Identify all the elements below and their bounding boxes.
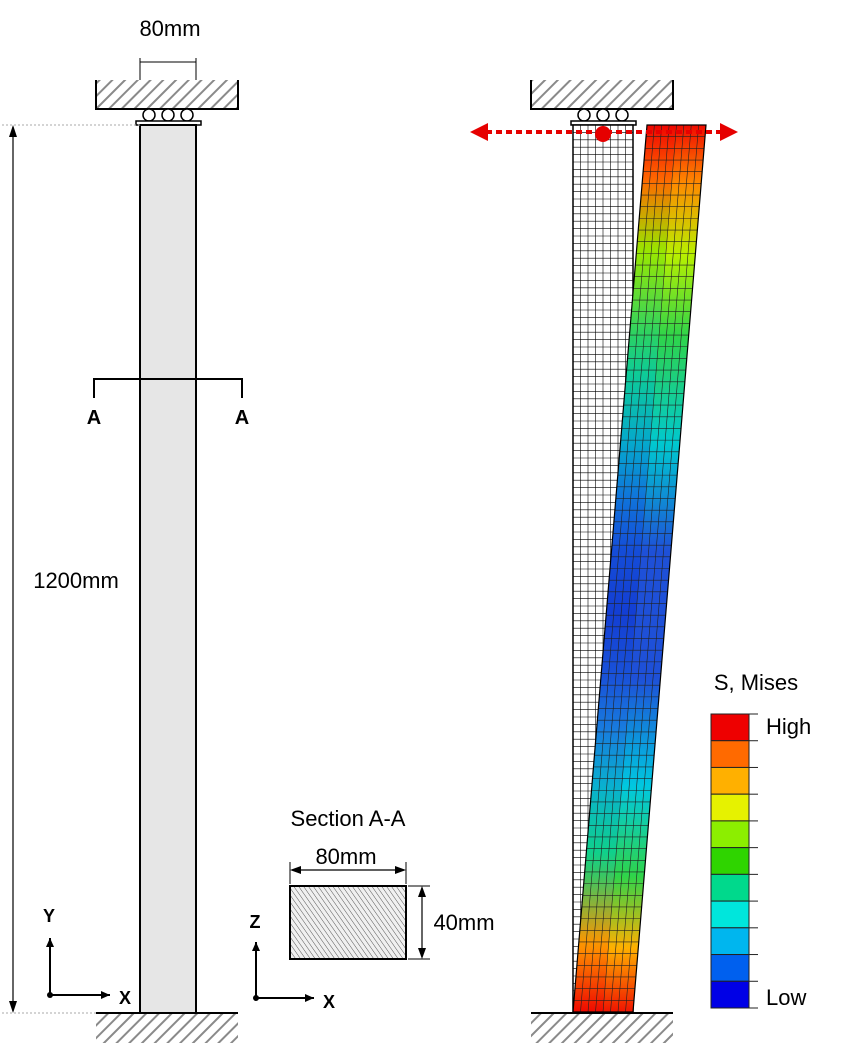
height-label: 1200mm <box>33 568 119 593</box>
legend-swatch <box>710 713 750 742</box>
fe-top-fixed-support <box>531 80 673 109</box>
section-rectangle <box>289 885 407 960</box>
legend-swatch <box>710 954 750 982</box>
cyclic-displacement-arrow <box>470 123 738 142</box>
roller-support <box>135 108 202 126</box>
section-cut-line <box>93 378 243 398</box>
legend-swatch <box>710 873 750 902</box>
axis-triad-xy <box>46 938 110 999</box>
legend-swatch <box>710 820 750 849</box>
axis-y-label: Y <box>43 906 55 926</box>
fe-roller-support <box>570 108 637 126</box>
legend-swatch <box>710 847 750 875</box>
fe-model <box>470 80 738 1043</box>
section-depth-dimension <box>408 885 430 960</box>
axis-x2-label: X <box>323 992 335 1012</box>
legend-swatch <box>710 793 750 822</box>
stress-legend: S, Mises High Low <box>710 670 811 1010</box>
section-title: Section A-A <box>291 806 406 831</box>
section-cut-label-left: A <box>87 407 101 429</box>
load-point <box>595 126 611 142</box>
legend-swatch <box>710 980 750 1009</box>
axis-x-label: X <box>119 988 131 1008</box>
axis-triad-zx <box>252 942 314 1002</box>
height-dimension <box>2 124 140 1014</box>
axis-z-label: Z <box>250 912 261 932</box>
top-width-dimension <box>139 58 197 80</box>
legend-swatch <box>710 740 750 768</box>
left-diagram: 80mm 1200mm A A Y X <box>2 16 249 1043</box>
section-depth-label: 40mm <box>433 910 494 935</box>
legend-colorbar <box>710 713 758 1009</box>
top-fixed-support <box>96 80 238 109</box>
legend-swatch <box>710 927 750 956</box>
fe-bottom-fixed-support <box>531 1014 673 1043</box>
section-width-label: 80mm <box>315 844 376 869</box>
legend-swatch <box>710 900 750 929</box>
column <box>139 124 197 1014</box>
legend-low-label: Low <box>766 985 806 1010</box>
top-width-label: 80mm <box>139 16 200 41</box>
bottom-fixed-support <box>96 1014 238 1043</box>
section-cut-label-right: A <box>235 407 249 429</box>
section-view: Section A-A 80mm 40mm Z X <box>250 806 495 1012</box>
section-width-dimension <box>289 862 407 884</box>
legend-high-label: High <box>766 714 811 739</box>
legend-swatch <box>710 766 750 795</box>
legend-title: S, Mises <box>714 670 798 695</box>
